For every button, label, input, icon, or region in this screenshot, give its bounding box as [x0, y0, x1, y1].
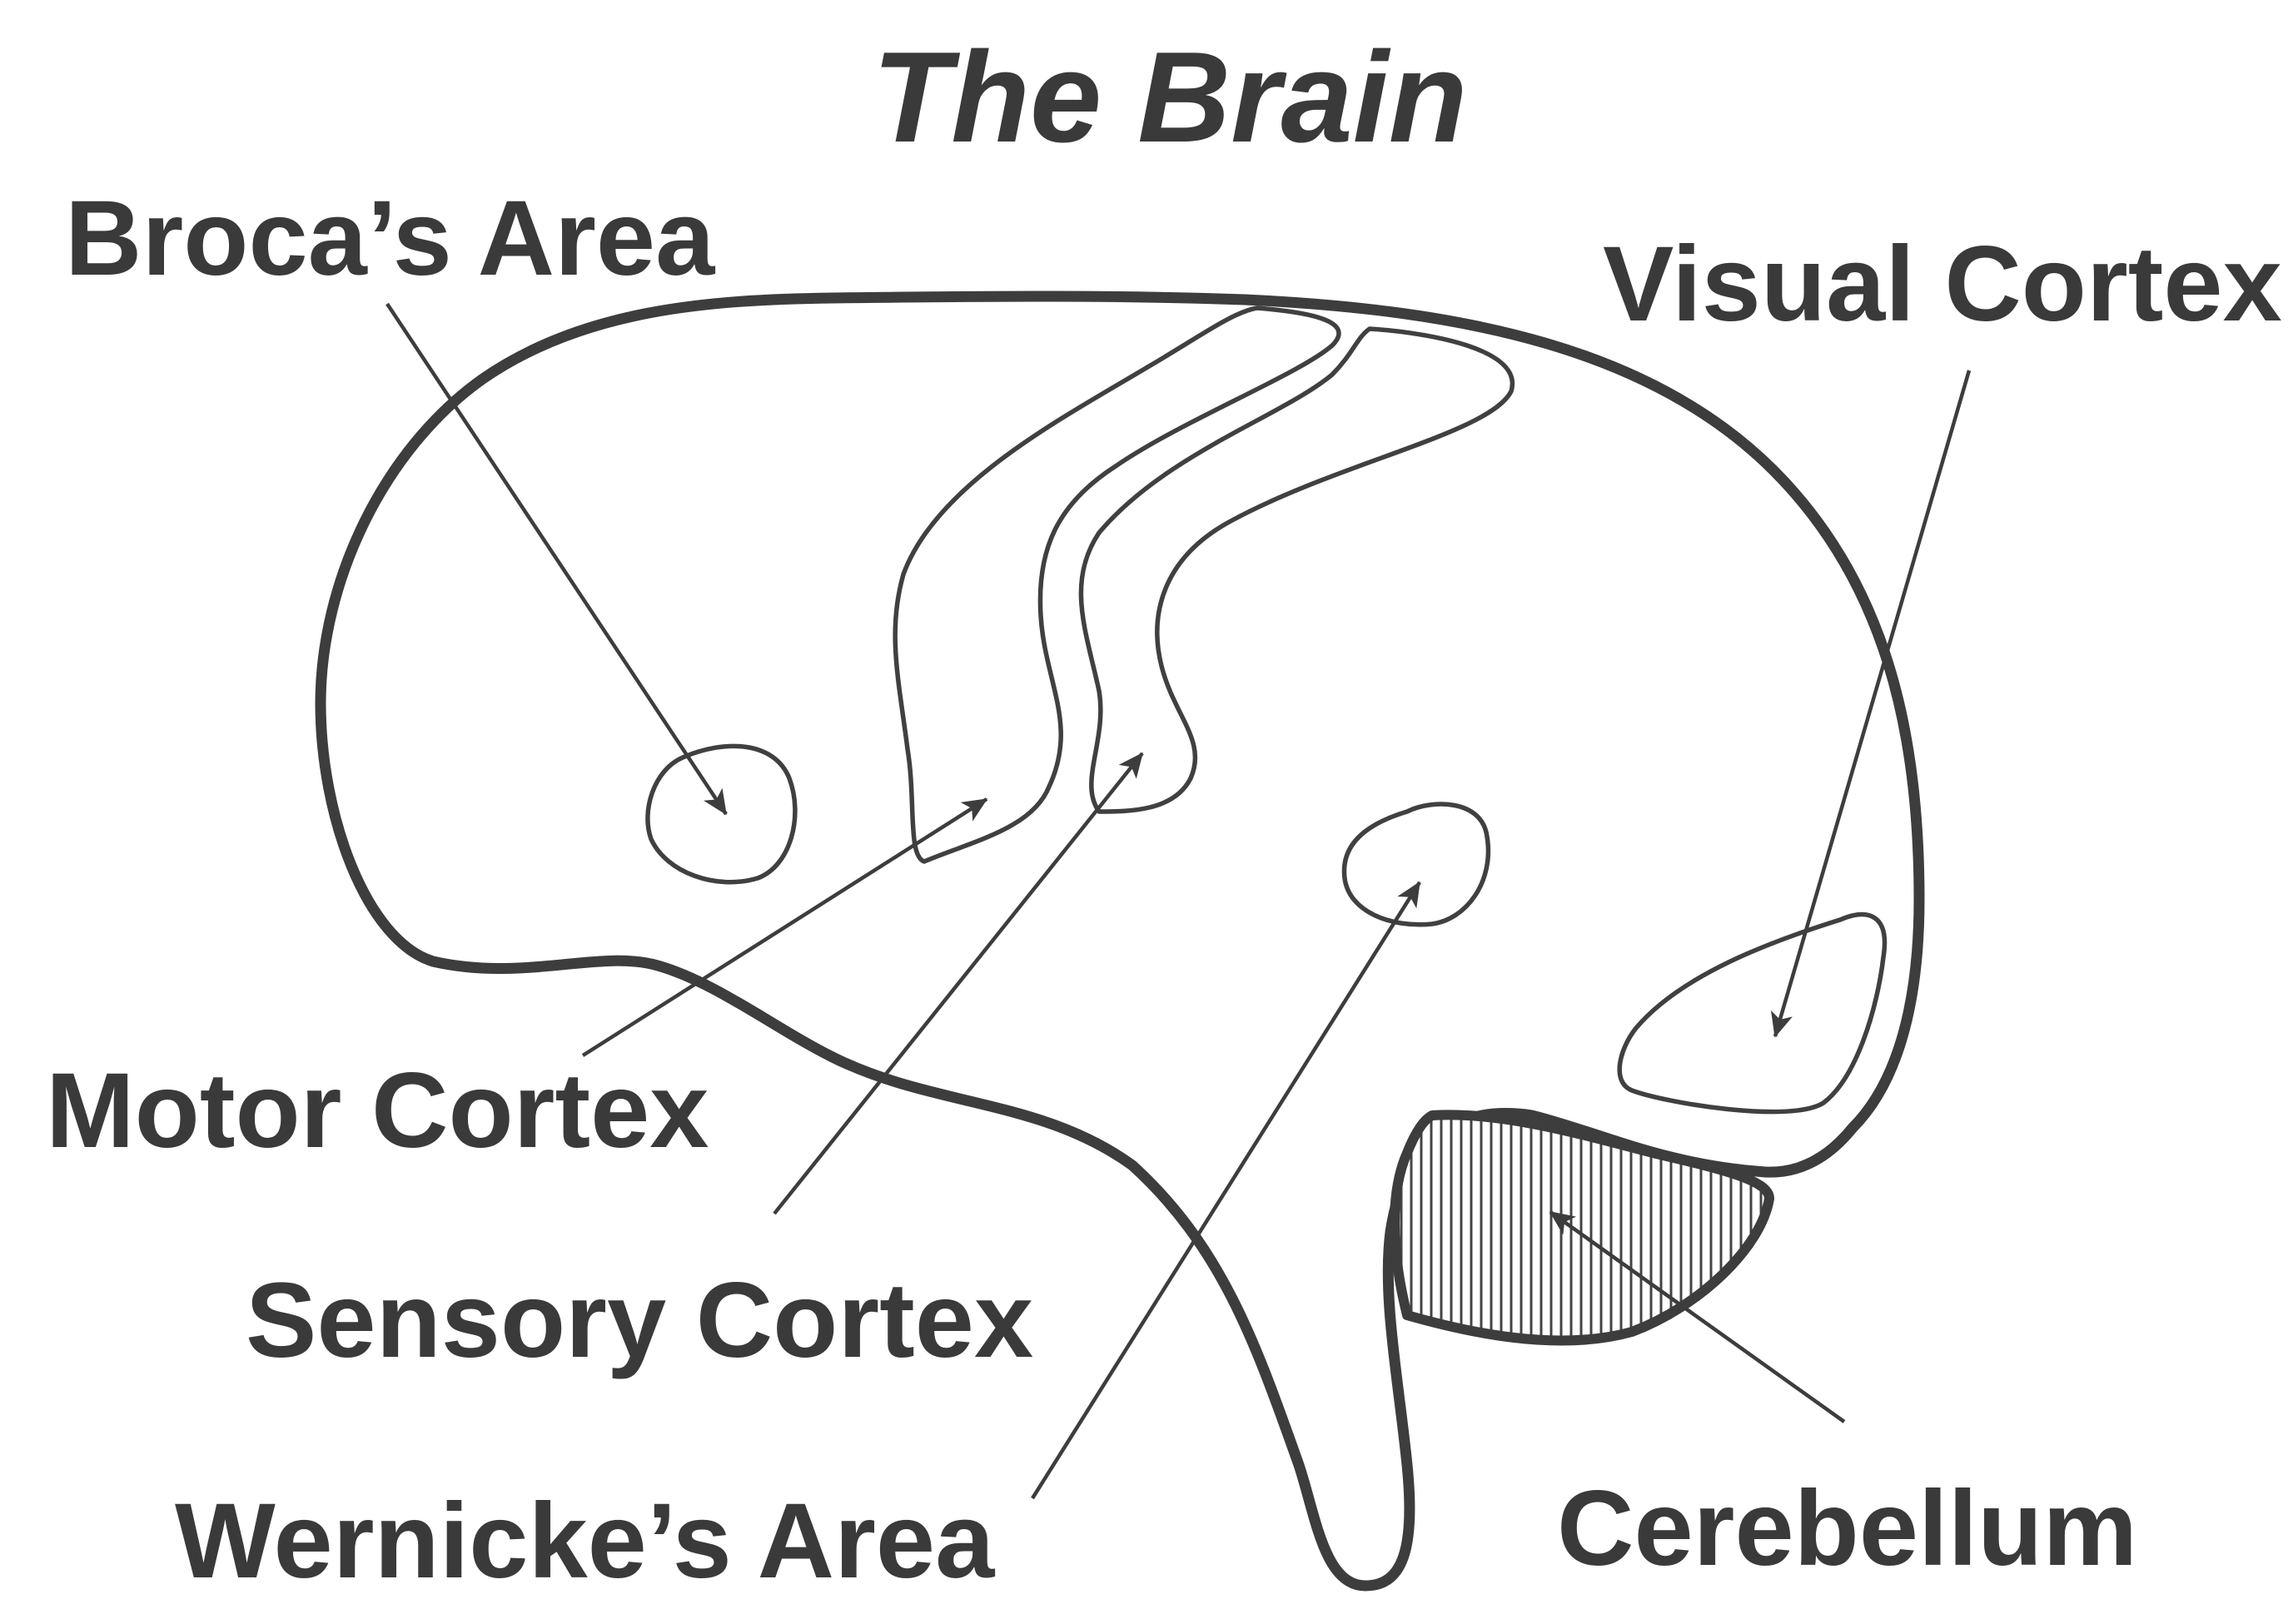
brain-outline — [321, 296, 1919, 1586]
label-motor-cortex: Motor Cortex — [46, 1051, 709, 1170]
label-cerebellum: Cerebellum — [1557, 1469, 2137, 1588]
label-sensory-cortex: Sensory Cortex — [246, 1261, 1033, 1380]
label-visual-cortex: Visual Cortex — [1603, 225, 2282, 344]
diagram-title: The Brain — [873, 25, 1468, 169]
label-wernicke-area: Wernicke’s Area — [175, 1482, 995, 1601]
label-broca-area: Broca’s Area — [65, 179, 715, 298]
